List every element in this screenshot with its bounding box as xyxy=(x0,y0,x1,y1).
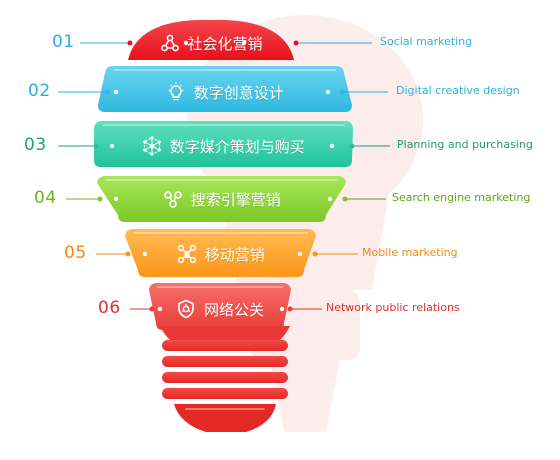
hexagon-network-icon xyxy=(142,136,162,156)
band-01 xyxy=(128,19,294,61)
mobile-nodes-icon xyxy=(177,244,197,264)
step-chinese-label-05: 移动营销 xyxy=(204,246,265,264)
band-05-dot-left xyxy=(142,251,148,257)
band-02 xyxy=(98,66,352,112)
connector-right-06-dot xyxy=(287,306,293,312)
socket-ring-2 xyxy=(162,356,288,367)
band-03-dot-right xyxy=(329,143,335,149)
band-02-dot-left xyxy=(113,89,119,95)
band-05 xyxy=(125,229,316,277)
band-04 xyxy=(97,176,346,222)
step-chinese-label-01: 社会化营销 xyxy=(187,35,263,53)
step-english-label-05: Mobile marketing xyxy=(362,246,458,259)
connector-left-04-dot xyxy=(97,196,103,202)
step-english-label-04: Search engine marketing xyxy=(392,191,531,204)
socket-ring-4 xyxy=(162,388,288,399)
band-06-dot-right xyxy=(279,306,285,312)
connector-right-04-dot xyxy=(342,196,348,202)
band-04-dot-left xyxy=(113,196,119,202)
nodes-icon xyxy=(163,189,183,209)
step-chinese-label-03: 数字媒介策划与购买 xyxy=(169,138,305,156)
step-english-label-03: Planning and purchasing xyxy=(397,138,533,151)
socket-ring-3 xyxy=(162,372,288,383)
band-04-dot-right xyxy=(327,196,333,202)
socket-ring-1 xyxy=(162,340,288,351)
connector-left-06-dot xyxy=(149,306,155,312)
band-06-dot-left xyxy=(157,306,163,312)
step-chinese-label-02: 数字创意设计 xyxy=(193,84,284,102)
connector-left-02-dot xyxy=(105,89,111,95)
band-05-dot-right xyxy=(297,251,303,257)
connector-left-05-dot xyxy=(125,251,131,257)
band-01-dot-right xyxy=(241,40,247,46)
step-english-label-01: Social marketing xyxy=(380,35,473,48)
connector-right-01-dot xyxy=(293,40,299,46)
band-01-dot-left xyxy=(183,40,189,46)
step-number-02: 02 xyxy=(28,81,51,101)
bulb-neck xyxy=(160,326,290,344)
share-network-icon xyxy=(160,33,180,53)
connector-left-01-dot xyxy=(127,40,133,46)
band-06 xyxy=(149,283,291,330)
step-number-04: 04 xyxy=(34,188,57,208)
connector-right-03-dot xyxy=(349,143,355,149)
shield-icon xyxy=(176,299,196,319)
socket-tip xyxy=(174,404,276,432)
step-chinese-label-04: 搜索引擎营销 xyxy=(190,191,281,209)
connector-right-02-dot xyxy=(339,89,345,95)
step-english-label-06: Network public relations xyxy=(326,301,460,314)
bulb-socket xyxy=(160,326,290,432)
band-02-dot-right xyxy=(325,89,331,95)
step-number-06: 06 xyxy=(98,298,121,318)
band-03-dot-left xyxy=(109,143,115,149)
step-number-01: 01 xyxy=(52,32,75,52)
lightbulb-icon xyxy=(166,82,186,102)
connector-right-05-dot xyxy=(312,251,318,257)
step-english-label-02: Digital creative design xyxy=(396,84,520,97)
connector-left-03-dot xyxy=(93,143,99,149)
step-number-05: 05 xyxy=(64,243,87,263)
step-chinese-label-06: 网络公关 xyxy=(204,301,265,319)
step-number-03: 03 xyxy=(24,135,47,155)
band-03 xyxy=(94,121,353,167)
